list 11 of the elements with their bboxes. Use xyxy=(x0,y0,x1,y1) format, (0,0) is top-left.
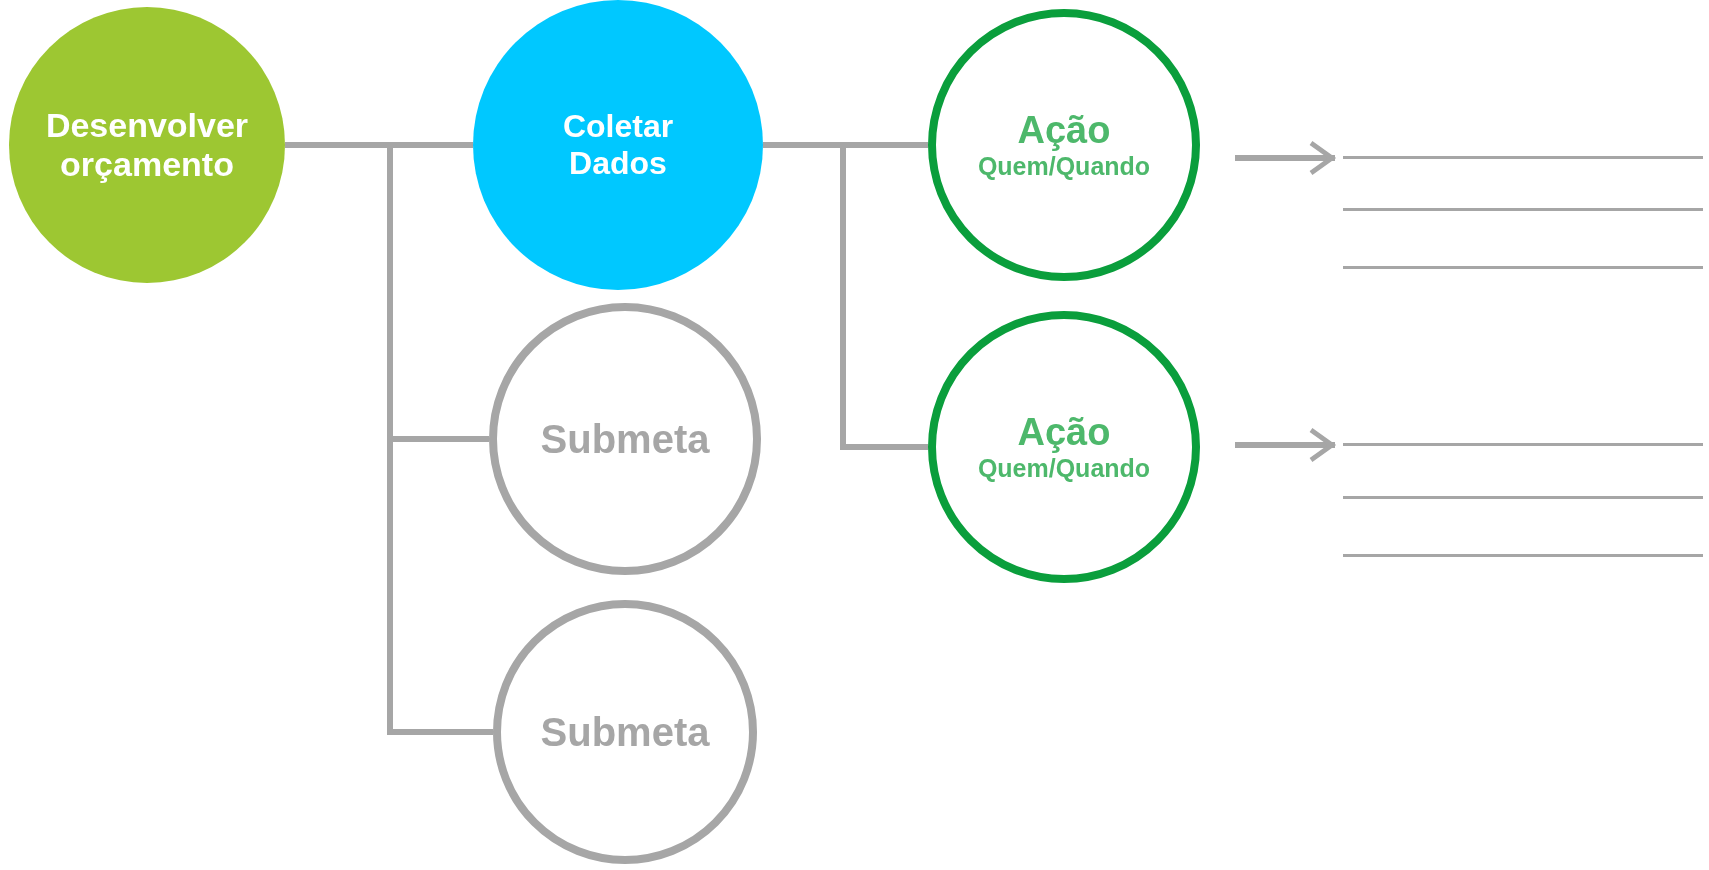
node-title: Desenvolver orçamento xyxy=(44,105,250,185)
node-title: Ação xyxy=(1017,108,1111,153)
node-subtitle: Quem/Quando xyxy=(977,454,1151,484)
node-title: Submeta xyxy=(540,416,710,462)
node-title: Ação xyxy=(1017,410,1111,455)
connector-line xyxy=(763,142,928,450)
node-subtitle: Quem/Quando xyxy=(977,152,1151,182)
connector-line xyxy=(1235,427,1335,463)
node-title: Submeta xyxy=(540,709,710,755)
connector-line xyxy=(1235,140,1335,176)
node-title: Coletar Dados xyxy=(561,108,675,182)
